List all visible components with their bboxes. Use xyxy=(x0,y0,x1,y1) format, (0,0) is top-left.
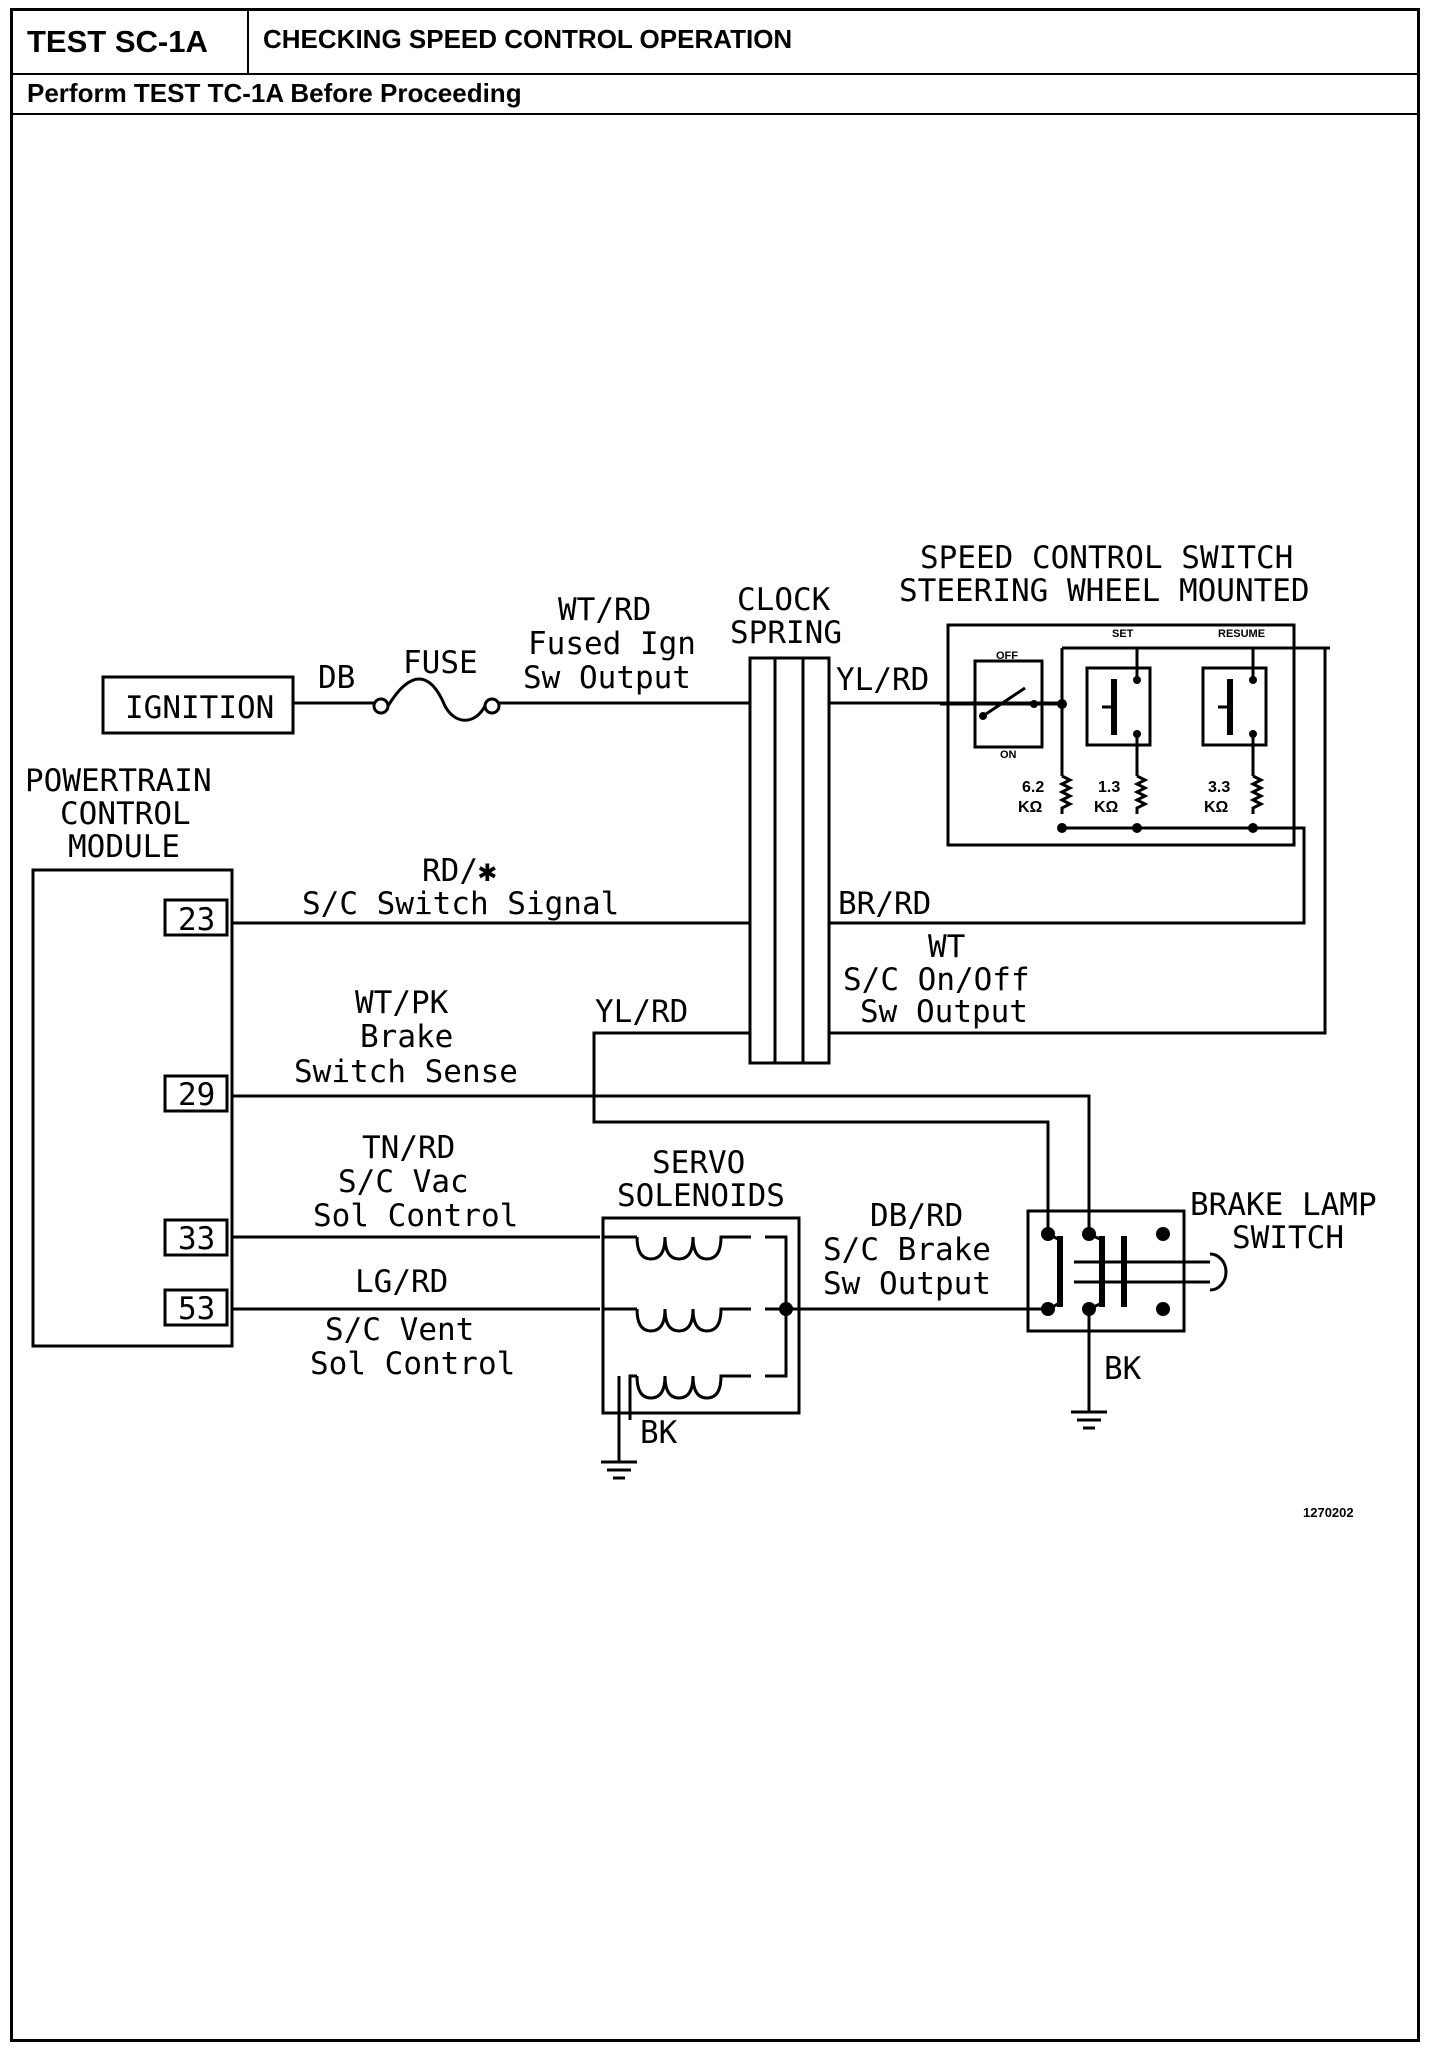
br-rd-label: BR/RD xyxy=(838,886,931,922)
servo-label: SERVO xyxy=(652,1145,745,1181)
speed-control-switch: OFF ON SET RESUME 6.2 KΩ 1.3 xyxy=(940,623,1330,847)
wire-db-label: DB xyxy=(318,660,355,696)
sc-onoff-label: S/C On/Off xyxy=(843,962,1030,998)
off-label: OFF xyxy=(996,650,1018,662)
resistor-1-unit: KΩ xyxy=(1018,799,1043,816)
switch-title: SPEED CONTROL SWITCH xyxy=(920,540,1293,576)
pin-23 xyxy=(163,898,229,937)
switch-subtitle: STEERING WHEEL MOUNTED xyxy=(899,573,1310,609)
vent-label: S/C Vent xyxy=(325,1312,474,1348)
figure-id: 1270202 xyxy=(1303,1505,1354,1520)
ignition-label: IGNITION xyxy=(125,690,274,726)
yl-rd-mid-label: YL/RD xyxy=(595,994,688,1030)
prerequisite-note: Perform TEST TC-1A Before Proceeding xyxy=(13,73,1417,115)
servo-label-2: SOLENOIDS xyxy=(617,1178,785,1214)
pin-53 xyxy=(163,1288,229,1327)
wire-br-rd xyxy=(829,826,1306,925)
brake-sense-color: WT/PK xyxy=(355,985,449,1021)
brake-sense-label: Brake xyxy=(360,1019,453,1055)
pin-33-label: 33 xyxy=(178,1221,215,1257)
brake-out-label: S/C Brake xyxy=(823,1232,991,1268)
sc-switch-label: S/C Switch Signal xyxy=(302,886,619,922)
vac-color: TN/RD xyxy=(362,1130,455,1166)
resistor-2-value: 1.3 xyxy=(1098,779,1120,796)
brake-lamp-switch xyxy=(1026,1209,1228,1333)
resume-label: RESUME xyxy=(1218,628,1265,640)
pcm-label-3: MODULE xyxy=(68,829,180,865)
pcm-label: POWERTRAIN xyxy=(25,763,212,799)
yl-rd-top-label: YL/RD xyxy=(836,662,929,698)
vent-color: LG/RD xyxy=(355,1264,448,1300)
servo-solenoids xyxy=(601,1216,801,1420)
vac-label-2: Sol Control xyxy=(313,1198,518,1234)
vent-label-2: Sol Control xyxy=(310,1346,515,1382)
servo-ground-label: BK xyxy=(640,1415,678,1451)
set-label: SET xyxy=(1112,628,1134,640)
pin-29 xyxy=(163,1074,229,1113)
brake-ground-label: BK xyxy=(1104,1351,1142,1387)
resistor-2-unit: KΩ xyxy=(1094,799,1119,816)
pin-23-label: 23 xyxy=(178,902,215,938)
brake-out-color: DB/RD xyxy=(870,1198,963,1234)
brake-lamp-label-2: SWITCH xyxy=(1232,1220,1344,1256)
vac-label: S/C Vac xyxy=(338,1164,469,1200)
pin-53-label: 53 xyxy=(178,1291,215,1327)
test-id: TEST SC-1A xyxy=(13,11,249,73)
header-row: TEST SC-1A CHECKING SPEED CONTROL OPERAT… xyxy=(13,11,1417,75)
fused-ign-output: Sw Output xyxy=(523,660,691,696)
resistor-3-value: 3.3 xyxy=(1208,779,1230,796)
fuse-label: FUSE xyxy=(403,645,478,681)
pcm-label-2: CONTROL xyxy=(60,796,191,832)
wire-yl-rd-mid xyxy=(592,1031,1050,1234)
ground-icon xyxy=(1071,1309,1107,1430)
pin-29-label: 29 xyxy=(178,1077,215,1113)
ground-icon xyxy=(601,1376,637,1480)
resistor-3-unit: KΩ xyxy=(1204,799,1229,816)
fused-ign-label: Fused Ign xyxy=(528,626,696,662)
clock-spring-label: CLOCK xyxy=(737,582,831,618)
clock-spring-label-2: SPRING xyxy=(730,615,842,651)
sc-onoff-color: WT xyxy=(928,929,965,965)
brake-sense-label-2: Switch Sense xyxy=(294,1054,518,1090)
clock-spring xyxy=(748,656,831,1065)
fused-ign-color: WT/RD xyxy=(558,592,651,628)
fuse-symbol xyxy=(372,677,501,722)
on-label: ON xyxy=(1000,749,1017,761)
brake-lamp-label: BRAKE LAMP xyxy=(1190,1187,1377,1223)
diagram-page: TEST SC-1A CHECKING SPEED CONTROL OPERAT… xyxy=(10,8,1420,2042)
sc-switch-color: RD/✱ xyxy=(422,853,497,889)
wire-brake-sense xyxy=(232,1094,1091,1234)
test-title: CHECKING SPEED CONTROL OPERATION xyxy=(263,24,793,54)
wire-sc-onoff xyxy=(829,646,1327,1035)
brake-out-label-2: Sw Output xyxy=(823,1266,991,1302)
sc-onoff-output: Sw Output xyxy=(860,994,1028,1030)
pin-33 xyxy=(163,1218,229,1257)
ignition-box: IGNITION xyxy=(101,675,295,735)
pcm-box xyxy=(31,868,234,1348)
resistor-1-value: 6.2 xyxy=(1022,779,1044,796)
